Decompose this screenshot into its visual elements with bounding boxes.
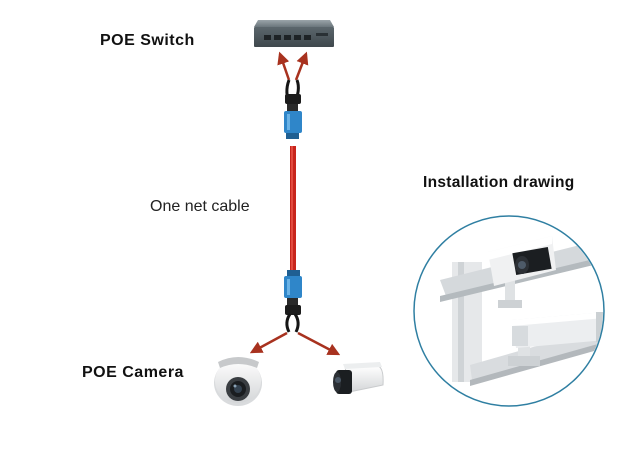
dome-camera-icon	[214, 357, 262, 406]
net-cable-label: One net cable	[150, 198, 250, 215]
installation-photo-icon	[413, 215, 605, 407]
poe-splitter-top-icon	[284, 79, 302, 139]
camera-arrows	[249, 331, 341, 356]
poe-camera-label: POE Camera	[82, 364, 184, 381]
bullet-camera-icon	[333, 362, 384, 394]
poe-switch-label: POE Switch	[100, 32, 195, 49]
net-cable	[290, 146, 296, 270]
poe-switch-icon	[254, 20, 334, 47]
switch-arrows	[277, 51, 309, 81]
poe-splitter-bottom-icon	[284, 270, 302, 333]
installation-drawing-label: Installation drawing	[423, 174, 575, 191]
